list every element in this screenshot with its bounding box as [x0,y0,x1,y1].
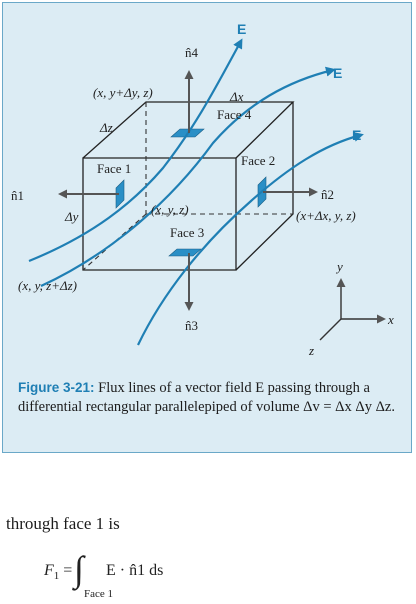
face1-patch [115,179,125,209]
integral-limit: Face 1 [84,588,114,600]
axis-x-label: x [387,312,394,327]
body-intro: through face 1 is [6,514,120,533]
face1-label: Face 1 [97,161,131,176]
n4-label: n̂4 [185,45,199,60]
equation-lhs: F1 = [44,562,73,583]
E-label-top: E [237,21,246,37]
figure-caption: Figure 3-21: Flux lines of a vector fiel… [18,378,403,417]
face3-label: Face 3 [170,225,204,240]
z-axis [319,318,342,341]
origin-label: (x, y, z) [151,202,189,217]
axis-y-label: y [335,259,343,274]
corner-right-label: (x+Δx, y, z) [296,208,356,223]
caption-text: Flux lines of a vector field E passing t… [18,380,395,415]
n3-label: n̂3 [185,318,198,333]
figure-box: E E E n̂4 n̂1 n̂2 n̂3 (x, y+Δy, z) (x, y… [2,2,412,453]
hidden-edges [82,102,293,271]
dx-label: Δx [229,89,244,104]
flux-line-top [28,38,243,263]
E-label-right: E [333,65,342,81]
face2-label: Face 2 [241,153,275,168]
corner-front-left-label: (x, y, z+Δz) [18,278,77,293]
face4-label: Face 4 [217,107,252,122]
corner-top-left-label: (x, y+Δy, z) [93,85,153,100]
flux-lines [28,38,364,346]
E-label-lower: E [352,127,361,143]
coordinate-axes [319,278,386,341]
face3-patch [168,248,202,257]
axis-z-label: z [308,343,314,358]
parallelepiped-diagram: E E E n̂4 n̂1 n̂2 n̂3 (x, y+Δy, z) (x, y… [11,21,394,358]
dy-label: Δy [64,209,79,224]
flux-line-middle [40,66,336,287]
normal-vectors [58,70,318,311]
dz-label: Δz [99,120,113,135]
integrand: E · n̂1 ds [106,562,164,579]
n2-label: n̂2 [321,187,334,202]
integral-sign: ∫ [74,549,84,589]
caption-label: Figure 3-21: [18,380,95,395]
n1-label: n̂1 [11,188,24,203]
flux-equation: F1 = ∫ Face 1 E · n̂1 ds [44,549,304,603]
flux-line-bottom [137,131,364,346]
